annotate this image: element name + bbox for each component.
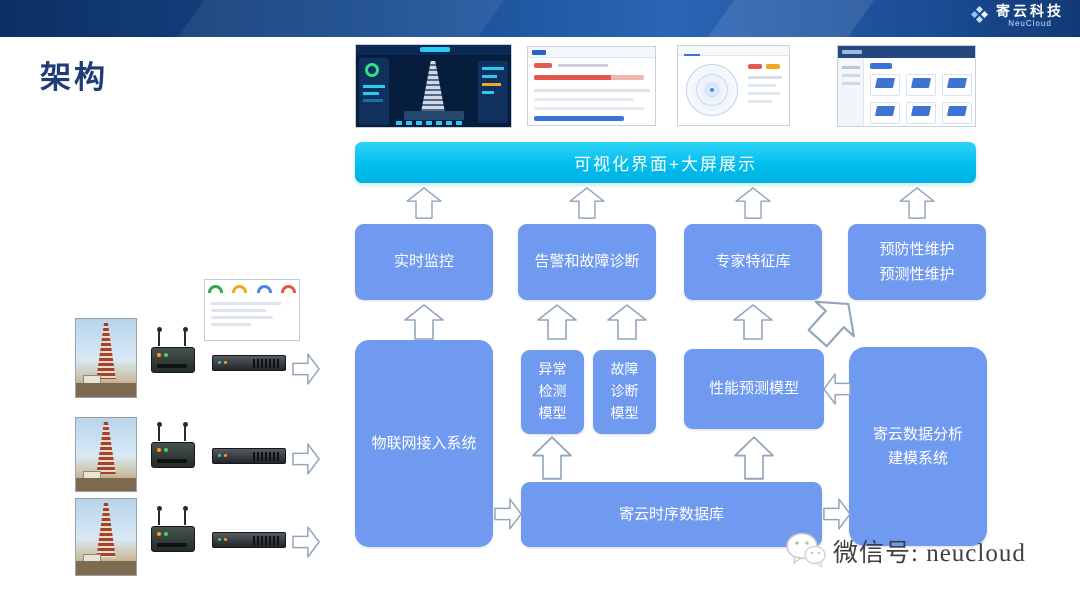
page-title: 架构 [40,60,108,95]
dashboard-screenshot-alarm-list [527,46,656,126]
arrow-up-maintenance-to-banner [894,187,940,219]
box-realtime-monitoring: 实时监控 [355,224,493,300]
box-label: 性能预测模型 [708,380,799,398]
arrow-right-edge3-to-iot [292,525,320,559]
edge-server-3 [212,532,286,548]
arrow-up-iot-to-realtime [404,304,444,340]
box-alarm-diagnosis: 告警和故障诊断 [518,224,656,300]
header-bar: 寄云科技 NeuCloud [0,0,1080,37]
box-label: 建模系统 [887,450,948,467]
arrow-right-tsdb-to-analysis [823,496,851,532]
box-label: 专家特征库 [715,253,791,271]
dashboard-screenshot-devices [837,45,976,127]
arrow-diagonal-performance-to-maintenance [795,283,871,359]
header-stripe [698,0,882,37]
box-performance-prediction-model: 性能预测模型 [684,349,824,429]
neucloud-logo-icon [970,5,989,23]
box-predictive-maintenance: 预防性维护 预测性维护 [848,224,986,300]
box-label: 物联网接入系统 [371,434,477,452]
arrow-right-edge2-to-iot [292,442,320,476]
rig-photo-3 [75,498,137,576]
arrow-up-realtime-to-banner [401,187,447,219]
arrow-up-tsdb-to-performance [734,436,774,480]
arrow-right-edge1-to-iot [292,352,320,386]
box-anomaly-detection-model: 异常检测模型 [521,350,584,434]
rig-photo-1 [75,318,137,398]
box-label: 异常检测模型 [538,361,567,421]
box-expert-library: 专家特征库 [684,224,822,300]
logo-text: 寄云科技 NeuCloud [996,3,1064,28]
arrow-up-fault-to-alarm [607,304,647,340]
box-label: 预防性维护 [879,241,955,259]
wechat-account-label: 微信号: neucloud [833,540,1026,567]
dashboard-screenshot-radar [677,45,790,126]
box-label: 寄云数据分析 [872,425,963,443]
iot-gateway-3 [150,506,196,552]
box-label: 故障诊断模型 [610,361,639,421]
rig-photo-2 [75,417,137,492]
arrow-left-analysis-to-performance [823,372,851,406]
box-timeseries-database: 寄云时序数据库 [521,482,822,547]
arrow-up-anomaly-to-alarm [537,304,577,340]
box-label: 寄云时序数据库 [618,505,724,523]
visualization-banner: 可视化界面+大屏展示 [355,142,976,183]
arrow-up-expert-to-banner [730,187,776,219]
arrow-right-iot-to-tsdb [494,496,522,532]
box-label: 告警和故障诊断 [534,253,640,271]
box-iot-access-system: 物联网接入系统 [355,340,493,547]
box-label: 实时监控 [393,253,454,271]
wechat-icon [783,528,827,572]
iot-gateway-2 [150,422,196,468]
header-stripe [168,0,512,37]
edge-server-2 [212,448,286,464]
edge-server-1 [212,355,286,371]
box-fault-diagnosis-model: 故障诊断模型 [593,350,656,434]
box-label: 预测性维护 [879,265,955,283]
dashboard-screenshot-monitoring [355,44,512,128]
logo-title: 寄云科技 [996,3,1064,19]
arrow-up-alarm-to-banner [564,187,610,219]
rig-3d-graphic [421,61,445,111]
arrow-up-tsdb-to-anomaly [532,436,572,480]
arrow-up-performance-to-expert [733,304,773,340]
box-data-analysis-modeling-system: 寄云数据分析 建模系统 [849,347,987,546]
logo-subtitle: NeuCloud [1008,19,1052,29]
mini-dashboard-screenshot [204,279,300,341]
iot-gateway-1 [150,327,196,373]
neucloud-logo: 寄云科技 NeuCloud [969,3,1064,28]
